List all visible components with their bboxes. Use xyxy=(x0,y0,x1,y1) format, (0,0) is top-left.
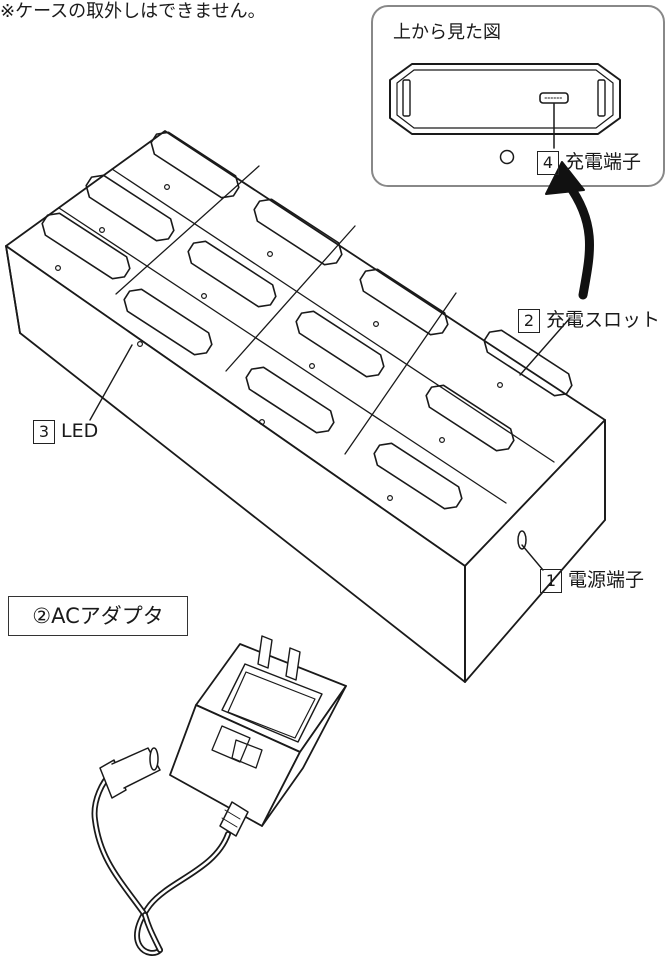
label-number: 4 xyxy=(537,150,559,175)
charging-slot xyxy=(187,240,277,308)
label-number: 3 xyxy=(33,419,55,444)
label-number: 1 xyxy=(540,568,562,593)
ac-adapter-label: ②ACアダプタ xyxy=(8,596,188,636)
led-dot xyxy=(497,382,504,389)
charging-slot xyxy=(85,174,175,242)
label-text: LED xyxy=(61,420,99,442)
led-dot xyxy=(439,437,446,444)
led-dot xyxy=(164,184,171,191)
charging-slot xyxy=(483,329,573,397)
usb-port-icon xyxy=(539,92,569,104)
label-number: 2 xyxy=(518,308,540,333)
note-text: ※ケースの取外しはできません。 xyxy=(0,1,266,22)
label-text: 充電端子 xyxy=(565,151,642,173)
charging-slot xyxy=(359,268,449,336)
label-text: 充電スロット xyxy=(546,309,661,331)
ac-adapter-illustration xyxy=(91,635,347,956)
charging-slot xyxy=(41,212,131,280)
led-dot xyxy=(387,495,394,502)
led-dot xyxy=(98,227,105,234)
led-dot xyxy=(201,293,208,300)
led-dot xyxy=(259,419,266,426)
led-dot xyxy=(309,363,316,370)
label-text: 電源端子 xyxy=(568,569,645,591)
charging-slot xyxy=(295,310,385,378)
led-dot xyxy=(373,321,380,328)
curved-arrow-icon xyxy=(563,179,594,300)
top-view-title: 上から見た図 xyxy=(393,22,501,43)
led-dot xyxy=(54,265,61,272)
label-led: 3 LED xyxy=(33,419,98,444)
top-view-inset xyxy=(371,5,665,187)
label-charge-terminal: 4 充電端子 xyxy=(537,150,641,175)
label-charge-slot: 2 充電スロット xyxy=(518,308,660,333)
charging-slot xyxy=(425,384,515,452)
charging-slots xyxy=(41,131,573,510)
led-dot xyxy=(137,341,144,348)
charging-slot xyxy=(253,198,343,266)
led-hole-icon xyxy=(499,149,515,165)
charging-slot xyxy=(373,442,463,510)
label-power-terminal: 1 電源端子 xyxy=(540,568,644,593)
power-port-icon xyxy=(517,530,527,550)
charging-slot xyxy=(245,366,335,434)
charging-slot xyxy=(123,288,213,356)
led-dot xyxy=(267,251,274,258)
charging-slot xyxy=(150,131,240,199)
